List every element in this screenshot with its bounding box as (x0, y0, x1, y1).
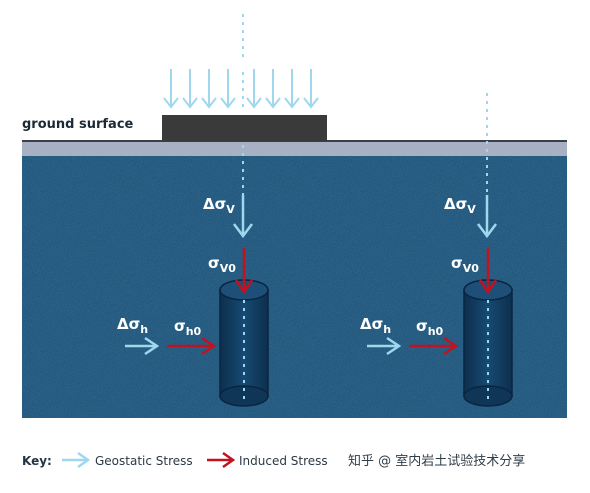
load-arrow (163, 69, 179, 109)
left-sigma-v0-arrow (234, 248, 254, 295)
load-arrow (182, 69, 198, 109)
left-delta-sigma-h-label: Δσh (117, 315, 148, 336)
load-arrow (303, 69, 319, 109)
left-soil-element-cylinder (219, 279, 269, 407)
right-sigma-v0-arrow (478, 248, 498, 295)
right-sigma-v0-label: σV0 (451, 254, 479, 275)
left-delta-sigma-h-arrow (125, 336, 160, 356)
right-delta-sigma-h-label: Δσh (360, 315, 391, 336)
footing (162, 115, 327, 141)
right-delta-sigma-h-arrow (367, 336, 402, 356)
key-geostatic-arrow (62, 451, 91, 469)
key-title: Key: (22, 454, 52, 468)
load-arrow (246, 69, 262, 109)
ground-surface-strip (22, 141, 567, 156)
left-delta-sigma-v-arrow (233, 195, 253, 239)
load-arrow (284, 69, 300, 109)
key-induced-label: Induced Stress (239, 454, 328, 468)
key-induced-arrow (207, 451, 236, 469)
watermark: 知乎 @ 室内岩土试验技术分享 (348, 453, 525, 469)
right-sigma-h0-arrow (409, 336, 459, 356)
left-delta-sigma-v-label: ΔσV (203, 195, 235, 216)
right-soil-element-cylinder (463, 279, 513, 407)
left-sigma-h0-label: σh0 (174, 317, 202, 338)
right-sigma-h0-label: σh0 (416, 317, 444, 338)
left-sigma-v0-label: σV0 (208, 254, 236, 275)
right-delta-sigma-v-arrow (477, 195, 497, 239)
load-arrow (201, 69, 217, 109)
right-delta-sigma-v-label: ΔσV (444, 195, 476, 216)
load-arrow (265, 69, 281, 109)
load-arrow (220, 69, 236, 109)
left-sigma-h0-arrow (167, 336, 217, 356)
surcharge-load-arrows (163, 69, 319, 109)
ground-surface-label: ground surface (22, 117, 134, 132)
key-geostatic-label: Geostatic Stress (95, 454, 193, 468)
